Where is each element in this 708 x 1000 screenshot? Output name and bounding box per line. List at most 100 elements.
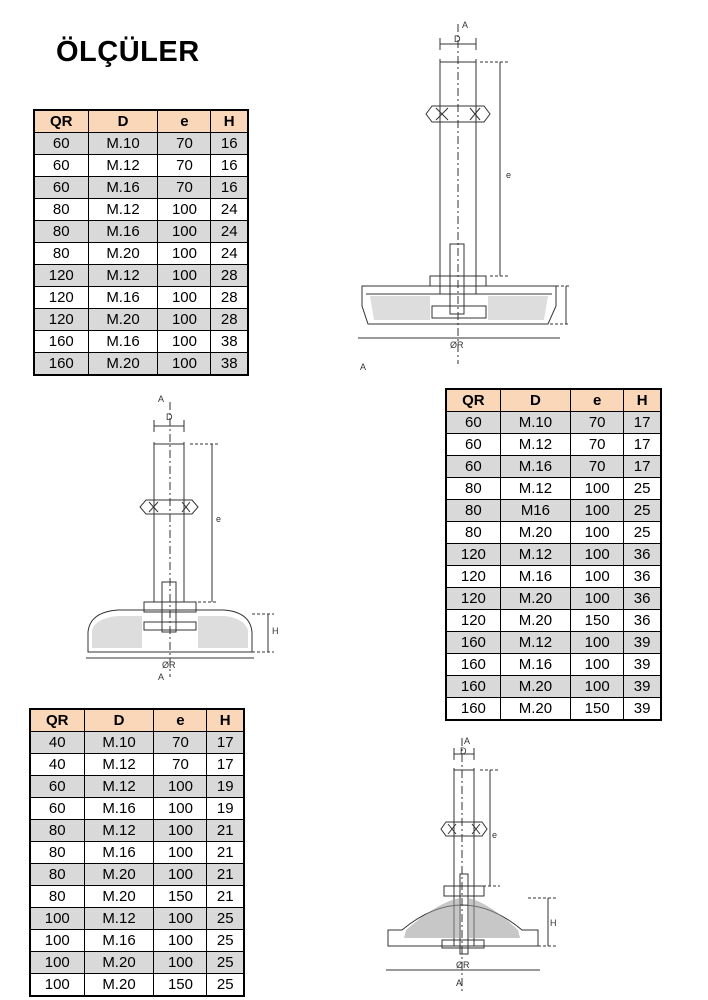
base-diameter-label: ØR xyxy=(450,340,464,350)
column-header: H xyxy=(623,388,662,412)
table-cell: 28 xyxy=(210,264,249,287)
table-cell: 25 xyxy=(206,929,245,952)
table-cell: M.20 xyxy=(87,352,159,376)
leveling-foot-drawing-1: A D e H ØR A xyxy=(358,20,570,372)
table-cell: 100 xyxy=(157,264,212,287)
table-cell: 80 xyxy=(29,819,85,842)
table-cell: 100 xyxy=(157,242,212,265)
table-cell: 19 xyxy=(206,797,245,820)
column-header: D xyxy=(87,109,159,133)
height-h-label: H xyxy=(550,918,557,928)
table-cell: M.12 xyxy=(87,264,159,287)
section-mark-a: A xyxy=(456,978,462,988)
diameter-label: D xyxy=(166,412,173,422)
table-cell: 60 xyxy=(445,455,501,478)
table-cell: M.16 xyxy=(499,455,572,478)
table-cell: M.20 xyxy=(499,521,572,544)
table-cell: 60 xyxy=(33,176,89,199)
table-cell: 28 xyxy=(210,308,249,331)
table-cell: 25 xyxy=(206,907,245,930)
table-cell: 100 xyxy=(29,973,85,997)
table-cell: 100 xyxy=(570,543,625,566)
table-cell: 120 xyxy=(33,286,89,309)
table-cell: 25 xyxy=(206,973,245,997)
table-cell: 38 xyxy=(210,330,249,353)
table-cell: 100 xyxy=(153,819,208,842)
section-mark-a: A xyxy=(158,394,164,404)
column-header: D xyxy=(499,388,572,412)
table-cell: 120 xyxy=(445,609,501,632)
height-e-label: e xyxy=(506,170,511,180)
column-header: D xyxy=(83,708,155,732)
table-cell: 120 xyxy=(445,543,501,566)
table-cell: 21 xyxy=(206,819,245,842)
table-cell: 100 xyxy=(153,797,208,820)
section-mark-a: A xyxy=(462,20,468,30)
table-cell: 100 xyxy=(153,929,208,952)
table-cell: M.16 xyxy=(87,330,159,353)
section-mark-a: A xyxy=(158,672,164,682)
table-cell: M.20 xyxy=(499,609,572,632)
column-header: QR xyxy=(33,109,89,133)
column-header: e xyxy=(153,708,208,732)
table-cell: 16 xyxy=(210,176,249,199)
table-cell: 70 xyxy=(570,411,625,434)
table-cell: 70 xyxy=(153,731,208,754)
table-cell: 36 xyxy=(623,565,662,588)
table-cell: 100 xyxy=(29,951,85,974)
table-cell: M.12 xyxy=(83,907,155,930)
table-cell: 60 xyxy=(445,433,501,456)
section-mark-a: A xyxy=(360,362,366,372)
table-cell: 38 xyxy=(210,352,249,376)
table-cell: 36 xyxy=(623,543,662,566)
table-cell: 150 xyxy=(570,609,625,632)
table-cell: 80 xyxy=(29,885,85,908)
table-cell: 60 xyxy=(29,797,85,820)
column-header: e xyxy=(570,388,625,412)
table-cell: M.20 xyxy=(499,675,572,698)
table-cell: 100 xyxy=(153,907,208,930)
table-cell: 25 xyxy=(623,521,662,544)
leveling-foot-drawing-3: A D e H ØR A xyxy=(386,736,557,992)
table-cell: 100 xyxy=(570,587,625,610)
table-cell: M.12 xyxy=(87,154,159,177)
height-h-label: H xyxy=(272,626,278,636)
table-cell: 70 xyxy=(157,176,212,199)
table-cell: M.20 xyxy=(87,242,159,265)
table-cell: M.16 xyxy=(87,220,159,243)
table-cell: M.12 xyxy=(83,819,155,842)
table-cell: 25 xyxy=(623,499,662,522)
table-cell: 150 xyxy=(153,973,208,997)
table-cell: 100 xyxy=(157,308,212,331)
table-cell: 21 xyxy=(206,841,245,864)
table-cell: 160 xyxy=(445,675,501,698)
table-cell: 120 xyxy=(33,264,89,287)
table-cell: 39 xyxy=(623,697,662,721)
height-e-label: e xyxy=(492,830,497,840)
table-cell: 16 xyxy=(210,154,249,177)
table-cell: 80 xyxy=(33,242,89,265)
table-cell: 80 xyxy=(29,863,85,886)
